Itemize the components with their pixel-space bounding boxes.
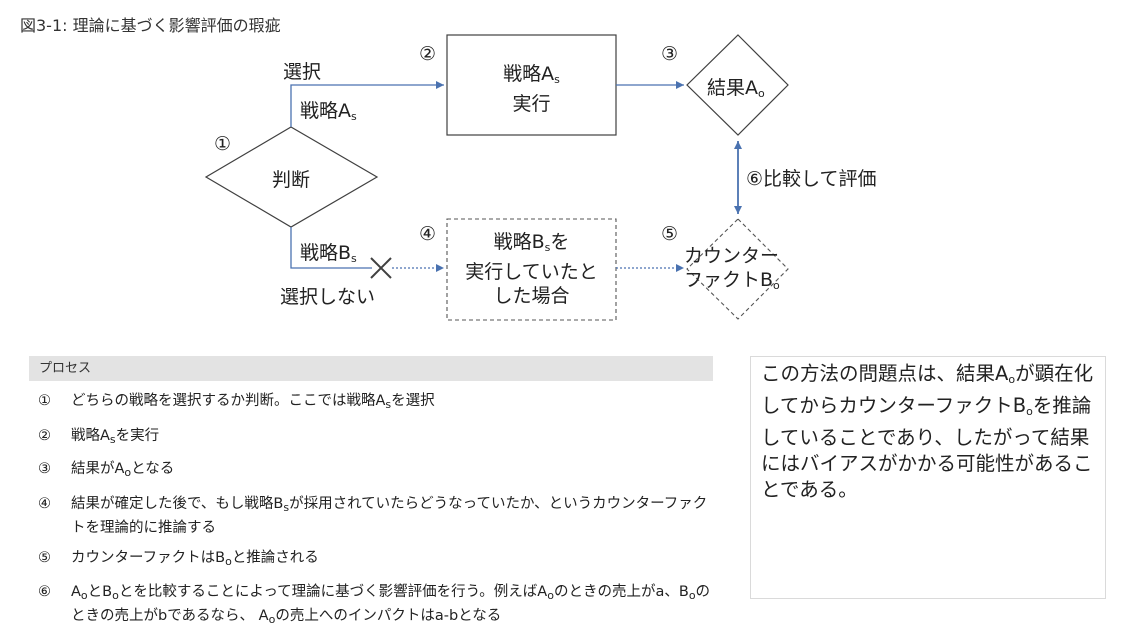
counterfact-text: カウンター ファクトBo xyxy=(684,245,780,292)
result-diamond xyxy=(686,34,789,136)
not-selected-label: 選択しない xyxy=(280,286,376,308)
step-number-1: ① xyxy=(214,133,232,155)
step-number-2: ② xyxy=(419,43,437,65)
decision-label: 判断 xyxy=(272,169,311,191)
step-text: AoとBoとを比較することによって理論に基づく影響評価を行う。例えばAoのときの… xyxy=(71,584,711,626)
step-number-3: ③ xyxy=(661,43,679,65)
line-strategy-b xyxy=(290,227,372,269)
compare-label: ⑥比較して評価 xyxy=(746,168,877,190)
cross-mark-b xyxy=(370,257,392,279)
execute-a-box xyxy=(446,34,617,136)
step-num: ① xyxy=(38,393,51,409)
process-header: プロセス xyxy=(29,356,713,381)
counterfact-diamond xyxy=(686,218,789,320)
step-text: どちらの戦略を選択するか判断。ここでは戦略Asを選択 xyxy=(71,393,435,411)
execute-a-text: 戦略As 実行 xyxy=(503,63,560,115)
step-text: カウンターファクトはBoと推論される xyxy=(71,550,319,568)
select-label: 選択 xyxy=(283,61,322,83)
step-text: 結果がAoとなる xyxy=(71,461,175,479)
step-num: ④ xyxy=(38,496,51,512)
hypothetical-b-text: 戦略Bsを 実行していたと した場合 xyxy=(465,231,598,307)
figure-title: 図3-1: 理論に基づく影響評価の瑕疵 xyxy=(20,16,281,35)
step-number-5: ⑤ xyxy=(661,223,679,245)
step-num: ③ xyxy=(38,461,51,477)
step-text: 結果が確定した後で、もし戦略Bsが採用されていたらどうなっていたか、というカウン… xyxy=(71,496,708,536)
flow-diagram xyxy=(204,34,789,321)
hypothetical-b-box xyxy=(446,218,617,321)
strategy-b-label: 戦略Bs xyxy=(300,242,357,265)
strategy-a-label: 戦略As xyxy=(300,100,357,123)
step-num: ⑤ xyxy=(38,550,51,566)
step-text: 戦略Asを実行 xyxy=(71,428,160,446)
note-box: この方法の問題点は、結果Aoが顕在化してからカウンターファクトBoを推論している… xyxy=(750,356,1106,599)
step-number-4: ④ xyxy=(419,223,437,245)
arrow-strategy-a xyxy=(290,81,444,127)
result-a-label: 結果Ao xyxy=(707,77,765,100)
step-num: ② xyxy=(38,428,51,444)
step-num: ⑥ xyxy=(38,584,51,600)
